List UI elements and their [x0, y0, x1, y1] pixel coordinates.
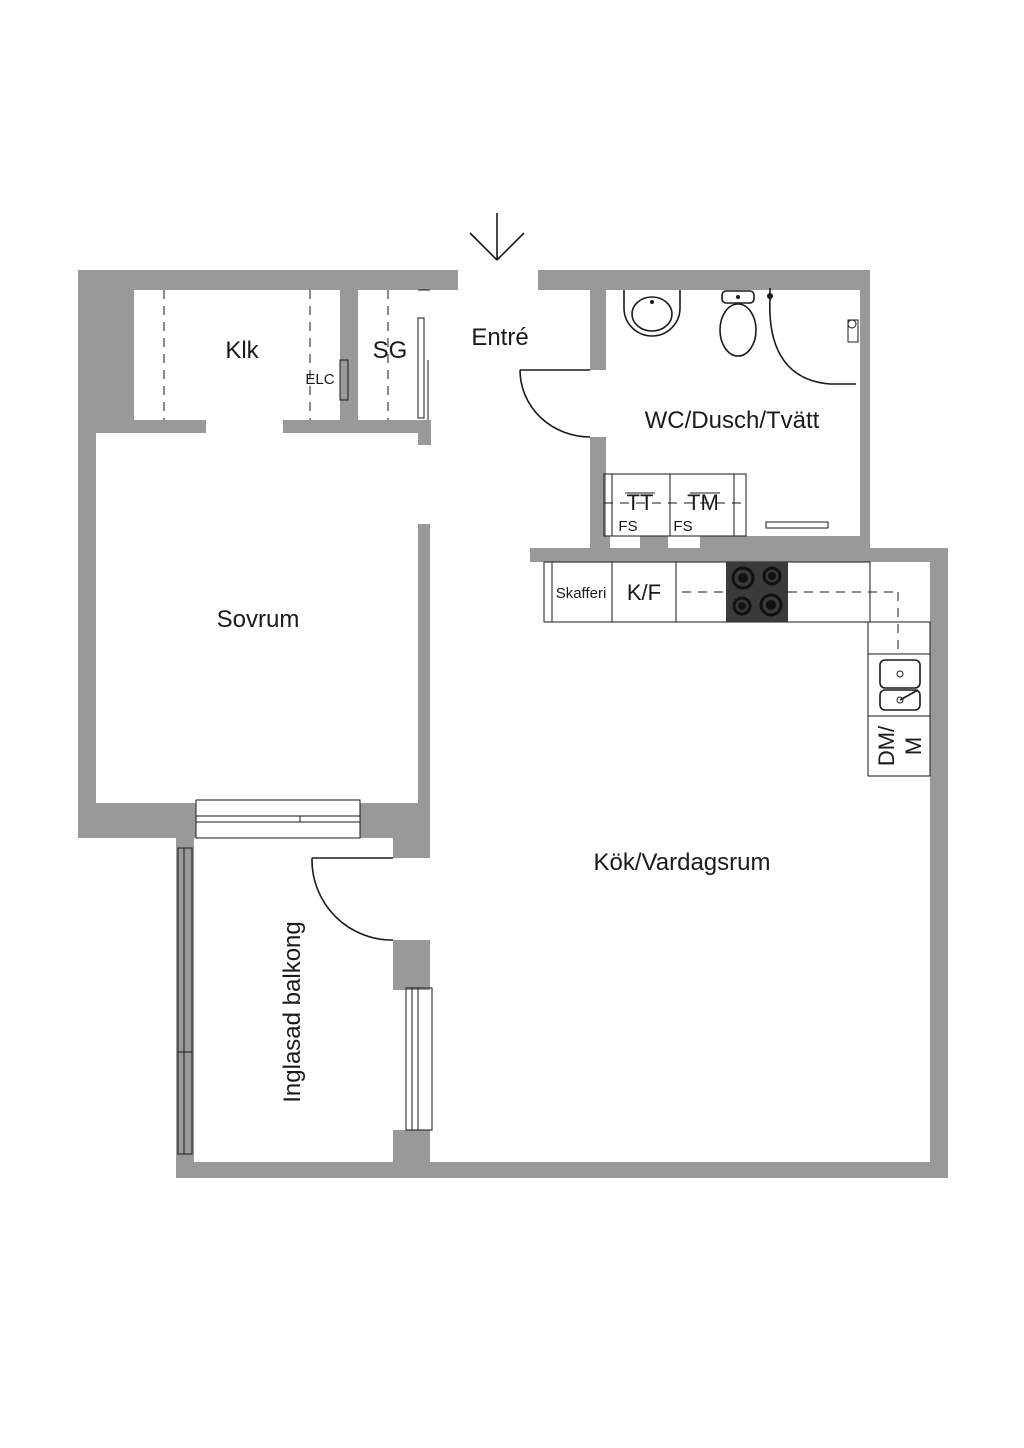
kitchen-counter — [543, 561, 931, 655]
room-fills — [96, 290, 930, 1162]
walls — [78, 270, 948, 1178]
sg-door — [417, 317, 429, 420]
wall-kitchen-top — [530, 548, 948, 562]
dishwasher — [867, 715, 931, 777]
bedroom-balcony-window — [195, 799, 361, 839]
stove-icon — [726, 562, 788, 622]
wall-balcony-top-right — [393, 838, 432, 858]
wall-top-right — [538, 270, 870, 290]
wall-left — [78, 270, 96, 838]
wall-bottom — [176, 1162, 948, 1178]
wall-balcony-bottom-pillar — [393, 1130, 430, 1178]
room-label-entre: Entré — [471, 324, 528, 351]
wall-bedroom-bottom-left — [78, 803, 196, 838]
wall-entre-wc-upper — [590, 270, 606, 370]
toilet-icon — [719, 290, 757, 357]
shower-threshold — [765, 521, 829, 529]
wall-right — [930, 548, 948, 1178]
balcony-glazing-left — [177, 847, 193, 1155]
room-label-klk: Klk — [225, 337, 259, 364]
wall-balcony-pillar — [393, 940, 430, 990]
room-label-sg: SG — [373, 337, 408, 364]
wall-sg-stub — [418, 420, 431, 445]
wall-entre-wc-lower — [590, 437, 606, 549]
room-label-wc: WC/Dusch/Tvätt — [645, 407, 820, 434]
label-elc: ELC — [305, 371, 334, 388]
shower-icon — [767, 288, 859, 385]
label-tt: TT — [627, 490, 654, 515]
balcony-door — [311, 857, 394, 941]
washbasin-icon — [623, 290, 681, 337]
label-m: M — [901, 737, 926, 755]
room-label-balkong: Inglasad balkong — [279, 921, 306, 1102]
label-kf: K/F — [627, 580, 661, 605]
wall-wc-right — [860, 270, 870, 550]
room-label-sovrum: Sovrum — [217, 606, 300, 633]
wc-door — [519, 369, 591, 438]
label-fs-2: FS — [673, 518, 692, 535]
wall-klk-bottom-left — [78, 420, 206, 433]
arrow-down-icon — [469, 213, 525, 261]
label-fs-1: FS — [618, 518, 637, 535]
wall-klk-sg — [340, 270, 358, 433]
label-dm: DM/ — [874, 725, 899, 766]
wall-wc-bottom-mid — [640, 536, 668, 549]
wall-bedroom-right — [418, 524, 430, 824]
closet-dashes — [163, 290, 389, 420]
wall-top-left — [78, 270, 458, 290]
wall-wc-bottom-right — [700, 536, 870, 549]
electrical-cabinet — [339, 359, 349, 401]
label-skafferi: Skafferi — [556, 585, 607, 602]
label-tm: TM — [687, 490, 719, 515]
room-label-kok: Kök/Vardagsrum — [594, 849, 771, 876]
wall-balcony-left — [176, 838, 194, 1178]
washer-dryer — [603, 473, 747, 537]
balcony-glazing-right — [405, 987, 433, 1131]
